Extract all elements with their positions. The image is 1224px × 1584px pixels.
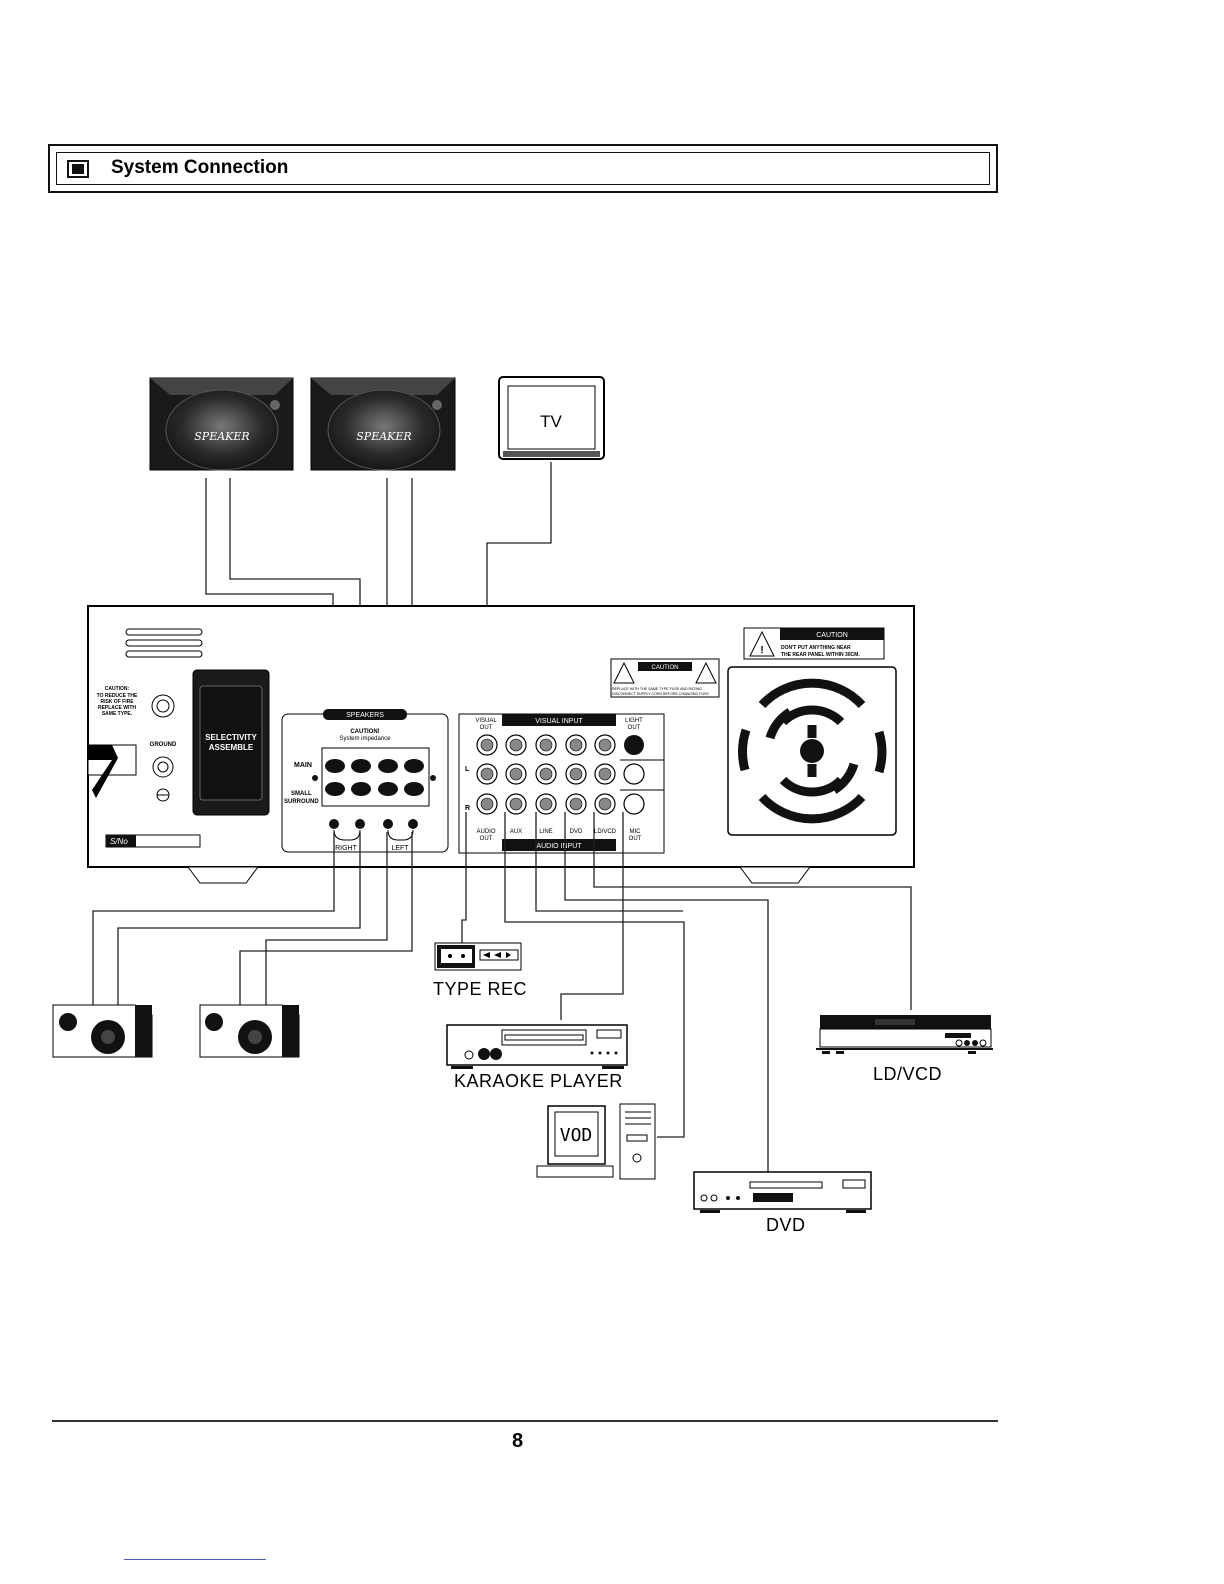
- dvd-label: DVD: [766, 1215, 806, 1236]
- aux-label: AUX: [510, 829, 522, 835]
- speakers-title: SPEAKERS: [346, 712, 384, 719]
- cooling-fan-grille: [728, 667, 896, 835]
- svg-text:CAUTION: CAUTION: [652, 665, 679, 671]
- svg-text:!: !: [760, 645, 763, 656]
- ldvcd-jack-label: LD/VCD: [594, 829, 617, 835]
- tv-label: TV: [540, 412, 562, 431]
- selectivity-label: SELECTIVITY: [205, 733, 257, 742]
- vod-computer: VOD: [537, 1104, 655, 1179]
- visual-input-label: VISUAL INPUT: [535, 718, 583, 725]
- small-label: SMALL: [291, 791, 312, 797]
- dvd-player: [694, 1172, 871, 1213]
- speaker-front-left: SPEAKER: [150, 378, 293, 470]
- right-label: RIGHT: [335, 845, 358, 852]
- speaker-label: SPEAKER: [356, 430, 411, 443]
- selectivity-label: ASSEMBLE: [209, 743, 254, 752]
- surround-label: SURROUND: [284, 799, 319, 805]
- main-label: MAIN: [294, 762, 312, 769]
- svg-text:CAUTION: CAUTION: [816, 632, 848, 639]
- caution-label-top: ! CAUTION DON'T PUT ANYTHING NEAR THE RE…: [744, 628, 884, 659]
- speakers-caution: CAUTION!: [350, 729, 379, 735]
- ldvcd-label: LD/VCD: [873, 1064, 942, 1085]
- page-number: 8: [512, 1430, 523, 1453]
- karaoke-label: KARAOKE PLAYER: [454, 1071, 623, 1092]
- caution-label-mid: CAUTION REPLACE WITH THE SAME TYPE FUSE …: [611, 659, 719, 697]
- bottom-rule: [124, 1559, 266, 1560]
- right-channel-label: R: [465, 805, 470, 812]
- tape-label: TYPE REC: [433, 979, 527, 1000]
- karaoke-player: [447, 1025, 627, 1069]
- visual-out-label: OUT: [480, 725, 493, 731]
- dvd-jack-label: DVD: [570, 829, 583, 835]
- line-label: LINE: [539, 829, 552, 835]
- tape-recorder: [435, 943, 521, 970]
- svg-text:DON'T PUT ANYTHING NEAR: DON'T PUT ANYTHING NEAR: [781, 645, 851, 651]
- tv-device: TV: [499, 377, 604, 459]
- audio-input-label: AUDIO INPUT: [536, 843, 582, 850]
- mic-out-label: OUT: [629, 836, 642, 842]
- light-out-label: OUT: [628, 725, 641, 731]
- speaker-surround-left: [53, 1005, 152, 1057]
- speaker-label: SPEAKER: [194, 430, 249, 443]
- caution-left-line: SAME TYPE.: [102, 711, 133, 717]
- ground-terminal-icon: [153, 757, 173, 777]
- svg-text:REPLACE WITH THE SAME TYPE FUS: REPLACE WITH THE SAME TYPE FUSE AND RATI…: [612, 687, 702, 691]
- serial-label: S/No: [110, 837, 128, 846]
- light-out-label: LIGHT: [625, 718, 643, 724]
- speakers-caution: System impedance: [339, 736, 391, 742]
- ldvcd-player: [816, 1015, 993, 1054]
- mic-out-label: MIC: [630, 829, 642, 835]
- vod-label: VOD: [560, 1125, 593, 1146]
- audio-out-label: OUT: [480, 836, 493, 842]
- speaker-surround-right: [200, 1005, 299, 1057]
- amplifier-rear-panel: CAUTION: TO REDUCE THE RISK OF FIRE REPL…: [88, 606, 914, 883]
- footer-divider: [52, 1420, 998, 1422]
- left-label: LEFT: [391, 845, 409, 852]
- caution-left-line: CAUTION:: [105, 686, 130, 692]
- visual-out-label: VISUAL: [475, 718, 497, 724]
- svg-text:DISCONNECT SUPPLY CORD BEFORE: DISCONNECT SUPPLY CORD BEFORE CHANGING F…: [612, 692, 709, 696]
- ground-label: GROUND: [150, 742, 177, 748]
- left-channel-label: L: [465, 766, 470, 773]
- speaker-front-right: SPEAKER: [311, 378, 455, 470]
- fuse-holder-icon: [152, 695, 174, 717]
- audio-out-label: AUDIO: [476, 829, 495, 835]
- svg-text:THE REAR PANEL WITHIN 30CM.: THE REAR PANEL WITHIN 30CM.: [781, 652, 860, 658]
